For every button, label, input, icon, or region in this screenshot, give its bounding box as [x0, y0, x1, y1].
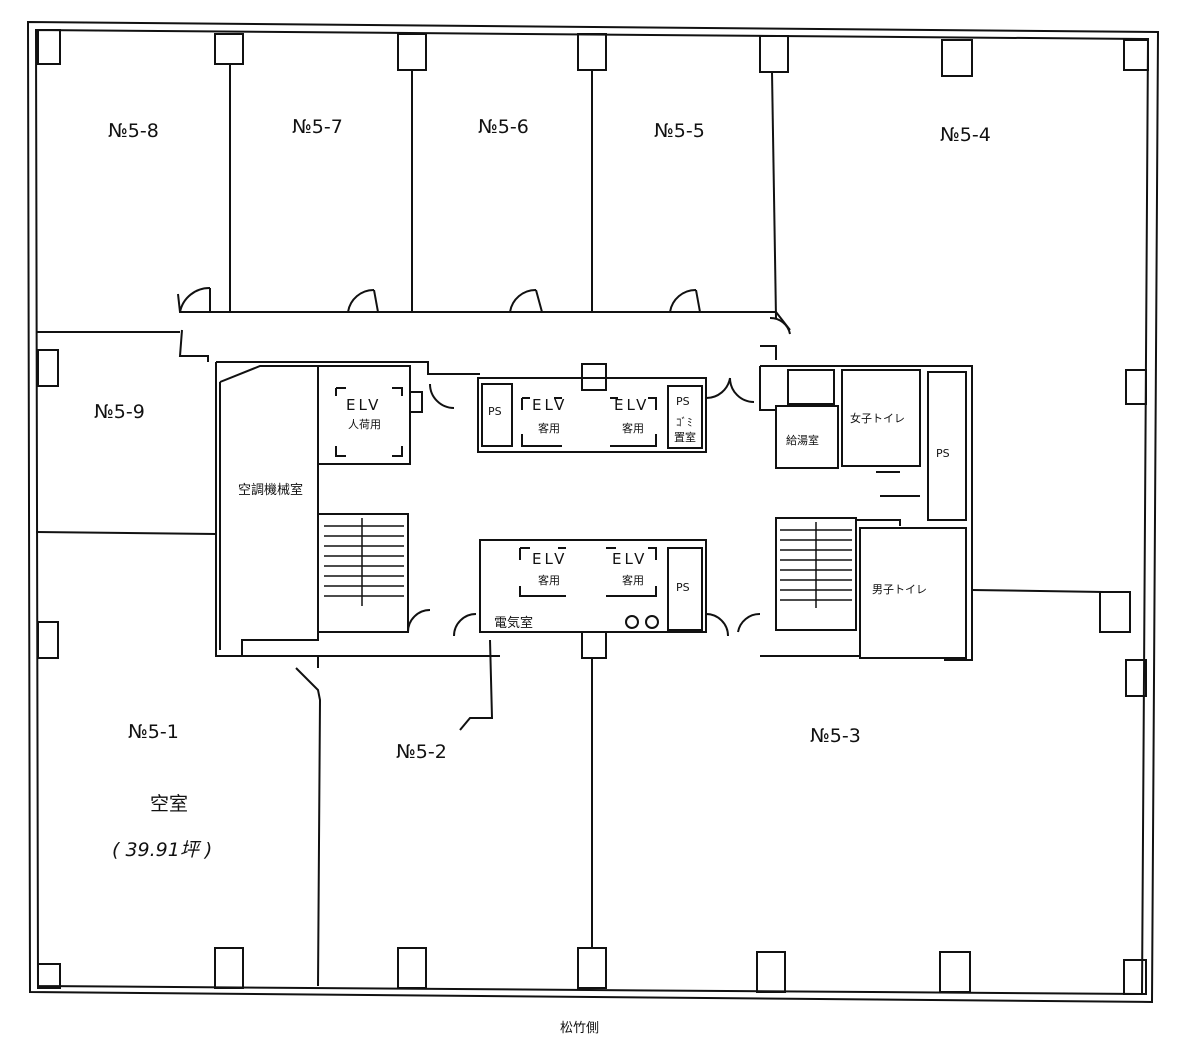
ps-right-label: PS — [936, 447, 950, 460]
elevator-lower-1-label: ELV — [532, 550, 567, 568]
womens-toilet-label: 女子トイレ — [850, 411, 905, 425]
garbage-room-label-2: 置室 — [674, 430, 696, 444]
unit-label-5-8: №5-8 — [108, 120, 159, 142]
elevator-lower-2-label: ELV — [612, 550, 647, 568]
electrical-room-label: 電気室 — [494, 615, 533, 631]
ps-lower-label: PS — [676, 581, 690, 594]
vacancy-area: ( 39.91坪 ) — [112, 839, 212, 861]
outer-wall — [26, 20, 1160, 1004]
ps-upper-label: PS — [488, 405, 502, 418]
unit-label-5-9: №5-9 — [94, 401, 145, 423]
elevator-lower-1-use: 客用 — [538, 573, 560, 587]
ps-small-label: PS — [676, 395, 690, 408]
elevator-freight-label: ELV — [346, 396, 381, 414]
unit-label-5-4: №5-4 — [940, 124, 991, 146]
elevator-upper-2-use: 客用 — [622, 421, 644, 435]
unit-label-5-3: №5-3 — [810, 725, 861, 747]
unit-label-5-2: №5-2 — [396, 741, 447, 763]
elevator-upper-1-use: 客用 — [538, 421, 560, 435]
elevator-freight-use: 人荷用 — [348, 418, 381, 431]
ac-machine-room-label: 空調機械室 — [238, 482, 303, 498]
garbage-room-label-1: ｺﾞﾐ — [676, 416, 693, 429]
kitchenette-label: 給湯室 — [786, 433, 819, 447]
unit-label-5-5: №5-5 — [654, 120, 705, 142]
elevator-upper-2-label: ELV — [614, 396, 649, 414]
elevator-lower-2-use: 客用 — [622, 573, 644, 587]
unit-label-5-1: №5-1 — [128, 721, 179, 743]
orientation-note: 松竹側 — [560, 1021, 599, 1036]
unit-label-5-7: №5-7 — [292, 116, 343, 138]
vacancy-status: 空室 — [150, 793, 188, 815]
elevator-upper-1-label: ELV — [532, 396, 567, 414]
mens-toilet-label: 男子トイレ — [872, 583, 927, 596]
unit-label-5-6: №5-6 — [478, 116, 529, 138]
